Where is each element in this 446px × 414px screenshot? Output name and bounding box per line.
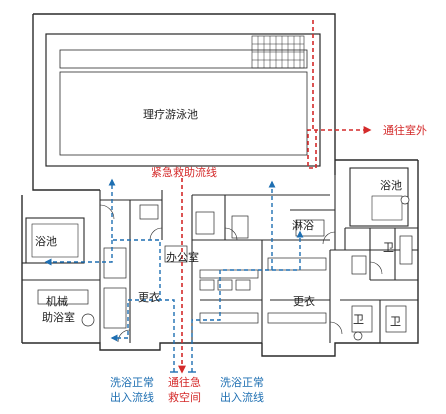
legend-emergency-line1: 通往急 [168, 376, 201, 389]
toilet-label-2: 卫 [353, 313, 364, 326]
legend-emergency-line2: 救空间 [168, 390, 201, 404]
interior-walls [22, 167, 418, 343]
pool-drawing [45, 33, 321, 167]
legend-normal-left-line2: 出入流线 [110, 390, 154, 404]
normal-route-left-mech [110, 299, 160, 342]
bath-pool-right-label: 浴池 [380, 179, 402, 192]
pool-label: 理疗游泳池 [143, 108, 198, 121]
emergency-route-to-outdoors [307, 20, 372, 169]
normal-route-left-entry [108, 178, 175, 372]
emergency-route [178, 20, 372, 374]
changing-left-label: 更衣 [138, 291, 160, 304]
mech-bath-label-line2: 助浴室 [42, 311, 75, 324]
to-outdoors-label: 通往室外 [383, 124, 427, 137]
legend-emergency: 通往急 救空间 [168, 376, 201, 406]
normal-route-right-shower [272, 230, 304, 271]
normal-routes [44, 178, 304, 372]
toilet-label-1: 卫 [383, 241, 394, 254]
bath-pool-left-label: 浴池 [35, 235, 57, 248]
furniture [37, 195, 413, 341]
normal-route-right-entry [191, 180, 276, 372]
normal-route-left-bath [44, 240, 113, 266]
legend-normal-right-line1: 洗浴正常 [220, 376, 264, 389]
building-outline [21, 13, 419, 357]
legend-normal-right: 洗浴正常 出入流线 [220, 376, 264, 406]
office-label: 办公室 [166, 251, 199, 264]
toilet-label-3: 卫 [390, 315, 401, 328]
legend-normal-right-line2: 出入流线 [220, 390, 264, 404]
shower-label: 淋浴 [292, 219, 314, 232]
legend-normal-left-line1: 洗浴正常 [110, 376, 154, 389]
legend-normal-left: 洗浴正常 出入流线 [110, 376, 154, 406]
pool-grid [252, 36, 304, 68]
mech-bath-label-line1: 机械 [46, 295, 68, 308]
emergency-route-label: 紧急救助流线 [151, 166, 217, 179]
changing-right-label: 更衣 [293, 295, 315, 308]
door-swings [99, 204, 383, 343]
